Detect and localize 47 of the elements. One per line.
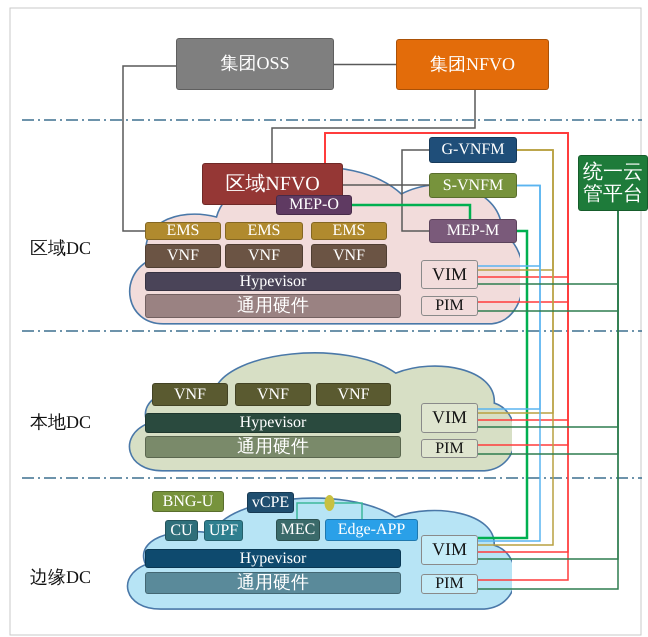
- manager-box: PIM: [421, 296, 478, 316]
- function-box: EMS: [145, 222, 221, 240]
- layer-bar: 通用硬件: [145, 572, 401, 594]
- manager-box: VIM: [421, 535, 478, 565]
- system-box: 集团OSS: [176, 38, 334, 90]
- connector-line: [478, 184, 541, 542]
- function-box: VNF: [225, 244, 303, 268]
- layer-bar: Hypevisor: [145, 272, 401, 291]
- system-box: 集团NFVO: [396, 39, 549, 90]
- manager-box: MEP-M: [429, 219, 517, 243]
- function-box: VNF: [316, 383, 391, 406]
- connector-line: [343, 184, 429, 186]
- function-box: VNF: [145, 244, 221, 268]
- connector-line: [352, 204, 472, 219]
- function-box: BNG-U: [152, 491, 224, 512]
- manager-box: S-VNFM: [429, 173, 517, 198]
- manager-box: PIM: [421, 574, 478, 594]
- connector-line: [296, 502, 363, 519]
- row-label: 区域DC: [30, 237, 92, 260]
- manager-box: G-VNFM: [429, 137, 517, 163]
- function-box: VNF: [235, 383, 311, 406]
- connector-line: [478, 149, 554, 546]
- function-box: EMS: [311, 222, 387, 240]
- manager-box: VIM: [421, 260, 478, 289]
- function-box: Edge-APP: [325, 519, 418, 541]
- connector-line: [401, 149, 429, 232]
- layer-bar: Hypevisor: [145, 549, 401, 568]
- connector-line: [478, 230, 528, 540]
- function-box: MEC: [276, 519, 320, 541]
- function-box: EMS: [225, 222, 303, 240]
- connector-line: [334, 64, 396, 66]
- layer-bar: 通用硬件: [145, 436, 401, 458]
- row-label: 本地DC: [30, 411, 92, 434]
- manager-box: VIM: [421, 403, 478, 433]
- layer-bar: Hypevisor: [145, 413, 401, 433]
- function-box: CU: [165, 520, 198, 541]
- connector-line: [271, 90, 476, 163]
- function-box: VNF: [311, 244, 387, 268]
- function-box: vCPE: [247, 492, 294, 513]
- manager-box: PIM: [421, 439, 478, 458]
- layer-bar: 通用硬件: [145, 294, 401, 318]
- connector-line: [122, 65, 176, 232]
- function-box: MEP-O: [276, 195, 352, 215]
- function-box: UPF: [204, 520, 243, 541]
- row-label: 边缘DC: [30, 566, 92, 589]
- platform-box: 统一云管平台: [578, 155, 648, 211]
- function-box: VNF: [152, 383, 228, 406]
